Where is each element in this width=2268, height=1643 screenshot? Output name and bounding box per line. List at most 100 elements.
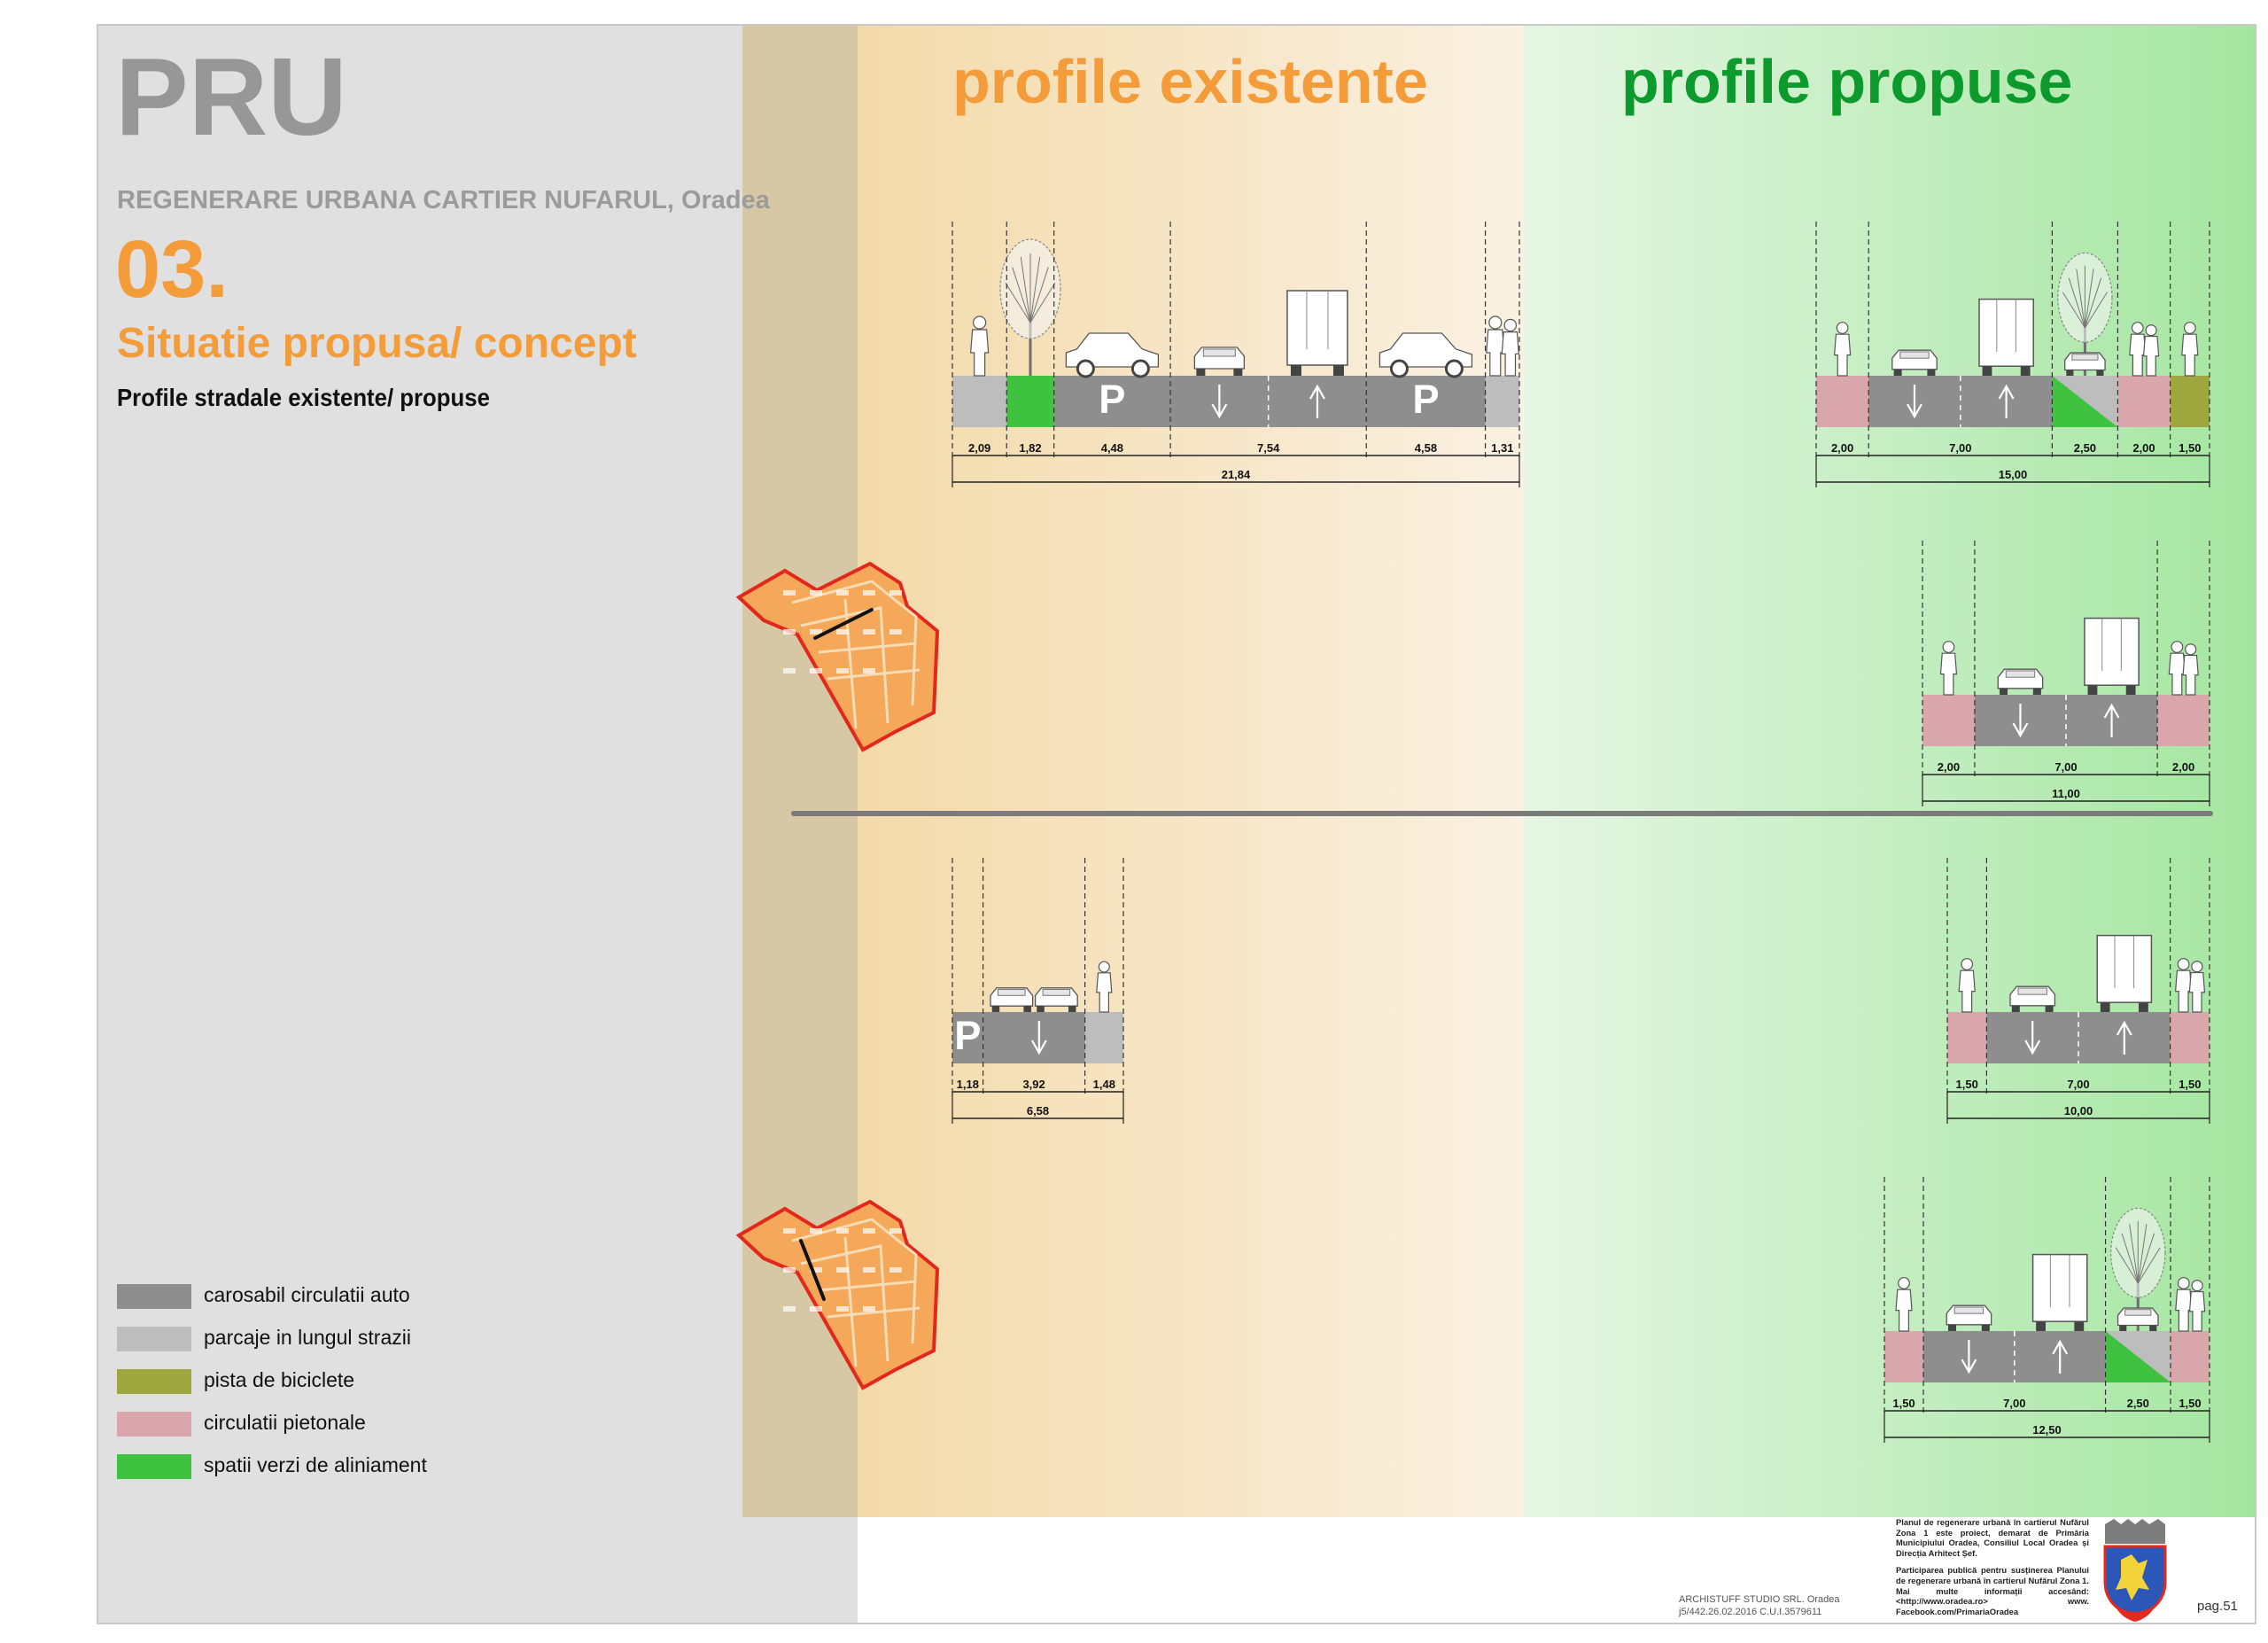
profile-proposed-1: 2,00 7,00 2,50 2,00 1,50 15,00 bbox=[1815, 222, 2210, 487]
page-number: pag.51 bbox=[2197, 1599, 2238, 1614]
profile-segment-pietonal bbox=[2117, 322, 2171, 427]
segment-width-label: 7,00 bbox=[2054, 760, 2077, 774]
total-width-label: 21,84 bbox=[1222, 468, 1251, 481]
info-paragraph-2: Participarea publică pentru susținerea P… bbox=[1896, 1565, 2089, 1616]
profile-segment-carosabil bbox=[983, 987, 1085, 1063]
segment-width-label: 1,50 bbox=[1956, 1078, 1978, 1091]
plan-acronym: PRU bbox=[115, 36, 347, 159]
location-map bbox=[735, 1199, 940, 1390]
down-arrow-icon bbox=[1907, 385, 1922, 419]
segment-width-label: 1,48 bbox=[1093, 1078, 1115, 1091]
up-arrow-icon bbox=[2116, 1020, 2132, 1055]
profile-proposed-4: 1,50 7,00 2,50 1,50 12,50 bbox=[1884, 1177, 2210, 1443]
section-subtitle: Profile stradale existente/ propuse bbox=[117, 384, 490, 411]
project-subtitle: REGENERARE URBANA CARTIER NUFARUL, Orade… bbox=[117, 186, 770, 214]
studio-credits: ARCHISTUFF STUDIO SRL. Oradea j5/442.26.… bbox=[1679, 1593, 1840, 1618]
parking-marker: P bbox=[954, 1013, 981, 1058]
profile-segment-carosabil bbox=[1170, 290, 1367, 427]
profile-proposed-3: 1,50 7,00 1,50 10,00 bbox=[1946, 858, 2210, 1124]
profile-segment-pietonal bbox=[2170, 1277, 2210, 1382]
studio-reference: j5/442.26.02.2016 C.U.I.3579611 bbox=[1679, 1607, 1822, 1617]
segment-width-label: 2,00 bbox=[2132, 441, 2155, 455]
segment-width-label: 2,00 bbox=[1938, 760, 1960, 774]
profile-segment-parcaje bbox=[1084, 961, 1123, 1063]
up-arrow-icon bbox=[2103, 703, 2120, 737]
studio-name: ARCHISTUFF STUDIO SRL. Oradea bbox=[1679, 1594, 1840, 1605]
segment-width-label: 1,50 bbox=[1892, 1397, 1915, 1410]
segment-width-label: 3,92 bbox=[1022, 1078, 1045, 1091]
total-width-label: 10,00 bbox=[2064, 1104, 2093, 1117]
total-width-label: 11,00 bbox=[2052, 787, 2080, 800]
location-maps bbox=[735, 561, 940, 1390]
up-arrow-icon bbox=[2052, 1339, 2069, 1374]
segment-width-label: 4,58 bbox=[1415, 441, 1437, 455]
profile-existing-2: P 1,18 3,92 1,48 6,58 bbox=[951, 858, 1124, 1124]
legend-label: circulatii pietonale bbox=[204, 1411, 366, 1434]
existing-profiles-heading: profile existente bbox=[952, 47, 1428, 116]
profile-segment-carosabil bbox=[1868, 298, 2053, 427]
info-paragraph-1: Planul de regenerare urbană în cartierul… bbox=[1896, 1517, 2089, 1558]
segment-width-label: 2,00 bbox=[1831, 441, 1853, 455]
segment-width-label: 1,82 bbox=[1019, 441, 1041, 455]
profile-segment-pietonal bbox=[1922, 641, 1975, 746]
segment-width-label: 1,50 bbox=[2179, 1078, 2201, 1091]
down-arrow-icon bbox=[2012, 704, 2029, 738]
up-arrow-icon bbox=[1309, 384, 1325, 418]
project-info: Planul de regenerare urbană în cartierul… bbox=[1896, 1517, 2089, 1624]
total-width-label: 15,00 bbox=[1999, 468, 2028, 481]
parking-marker: P bbox=[1099, 377, 1125, 422]
segment-width-label: 2,09 bbox=[968, 441, 990, 455]
profile-segment-pietonal bbox=[2157, 641, 2210, 746]
legend-label: parcaje in lungul strazii bbox=[204, 1326, 411, 1349]
profile-segment-verde bbox=[2105, 1207, 2171, 1382]
segment-width-label: 7,00 bbox=[2003, 1397, 2025, 1410]
profile-segment-carosabil: P bbox=[952, 1012, 983, 1063]
profile-segment-carosabil bbox=[1923, 1253, 2106, 1382]
legend-swatch bbox=[117, 1412, 191, 1437]
legend-swatch bbox=[117, 1327, 191, 1351]
sidebar-panel bbox=[98, 26, 858, 1623]
proposed-profiles-heading: profile propuse bbox=[1621, 47, 2073, 116]
profile-segment-parcaje bbox=[1485, 315, 1519, 427]
segment-width-label: 7,00 bbox=[2067, 1078, 2089, 1091]
profile-segment-pista bbox=[2170, 322, 2210, 427]
down-arrow-icon bbox=[2024, 1021, 2041, 1055]
profile-segment-pietonal bbox=[1947, 958, 1987, 1063]
segment-width-label: 1,50 bbox=[2179, 441, 2201, 455]
profile-segment-pietonal bbox=[1816, 322, 1869, 427]
segment-width-label: 2,50 bbox=[2127, 1397, 2149, 1410]
segment-width-label: 1,31 bbox=[1491, 441, 1513, 455]
legend-label: spatii verzi de aliniament bbox=[204, 1453, 427, 1476]
legend-swatch bbox=[117, 1454, 191, 1479]
parking-marker: P bbox=[1412, 377, 1439, 422]
legend-label: carosabil circulatii auto bbox=[204, 1283, 410, 1306]
segment-width-label: 7,00 bbox=[1949, 441, 1971, 455]
down-arrow-icon bbox=[1211, 385, 1228, 419]
profile-segment-carosabil bbox=[1974, 617, 2158, 746]
segment-width-label: 2,00 bbox=[2172, 760, 2194, 774]
segment-width-label: 2,50 bbox=[2074, 441, 2096, 455]
segment-width-label: 1,50 bbox=[2179, 1397, 2201, 1410]
legend-swatch bbox=[117, 1284, 191, 1309]
section-title: Situatie propusa/ concept bbox=[117, 320, 637, 367]
location-map bbox=[735, 561, 940, 752]
profile-segment-pietonal bbox=[2170, 958, 2210, 1063]
selected-street-highlight bbox=[799, 1239, 826, 1301]
section-number: 03. bbox=[115, 224, 229, 315]
profile-segment-verde bbox=[999, 238, 1061, 427]
profile-segment-parcaje bbox=[952, 315, 1007, 427]
total-width-label: 12,50 bbox=[2032, 1423, 2062, 1437]
profile-segment-verde bbox=[2052, 252, 2118, 427]
selected-street-highlight bbox=[813, 608, 874, 640]
segment-width-label: 1,18 bbox=[957, 1078, 979, 1091]
profile-segment-carosabil bbox=[1986, 934, 2171, 1063]
legend-swatch bbox=[117, 1369, 191, 1394]
legend-label: pista de biciclete bbox=[204, 1368, 355, 1391]
total-width-label: 6,58 bbox=[1027, 1104, 1049, 1117]
segment-width-label: 4,48 bbox=[1101, 441, 1123, 455]
up-arrow-icon bbox=[1998, 384, 2015, 418]
profile-segment-carosabil: P bbox=[1053, 332, 1171, 427]
